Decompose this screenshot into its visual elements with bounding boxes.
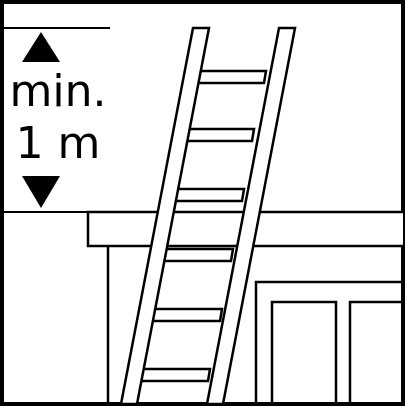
clearance-label-distance: 1 m xyxy=(16,118,101,169)
clearance-label-min: min. xyxy=(10,66,107,117)
up-arrow-icon xyxy=(22,32,60,62)
down-arrow-icon xyxy=(22,176,60,208)
window-pane-left xyxy=(270,300,338,404)
ladder-icon xyxy=(119,26,297,406)
ladder-rung xyxy=(172,187,246,203)
ladder-rail-left xyxy=(119,26,211,406)
ladder-rung xyxy=(138,367,212,383)
window-frame xyxy=(254,280,403,404)
ladder-rung xyxy=(194,69,268,85)
window-pane-right xyxy=(348,300,403,404)
ladder-rung xyxy=(161,247,235,263)
ladder-rung xyxy=(182,127,256,143)
ladder-rail-right xyxy=(205,26,297,406)
ladder-rung xyxy=(150,307,224,323)
